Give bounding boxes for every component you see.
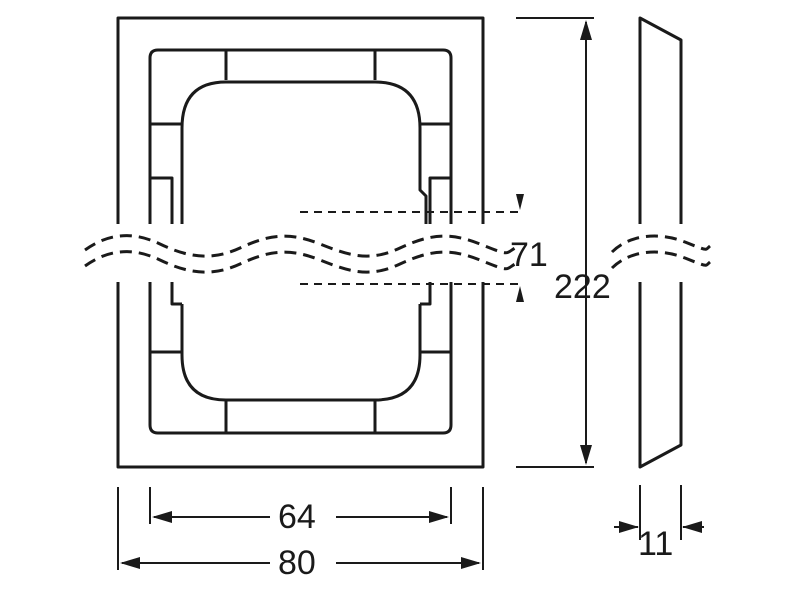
inner-width-label: 64 [278, 498, 316, 536]
outer-width-label: 80 [278, 544, 316, 582]
height-label: 222 [554, 268, 611, 306]
break-lines [84, 234, 712, 274]
inner-frame-bottom [148, 282, 453, 435]
outer-frame [116, 16, 485, 469]
inner-frame-top [148, 48, 453, 224]
depth-dimension: 11 [614, 485, 704, 563]
depth-label: 11 [638, 525, 673, 563]
inner-width-dimension: 64 [149, 487, 452, 536]
pitch-dimension: 71 [300, 194, 548, 302]
outer-width-dimension: 80 [117, 487, 484, 582]
pitch-label: 71 [510, 236, 548, 274]
side-view [638, 16, 683, 469]
height-dimension: 222 [516, 17, 611, 468]
